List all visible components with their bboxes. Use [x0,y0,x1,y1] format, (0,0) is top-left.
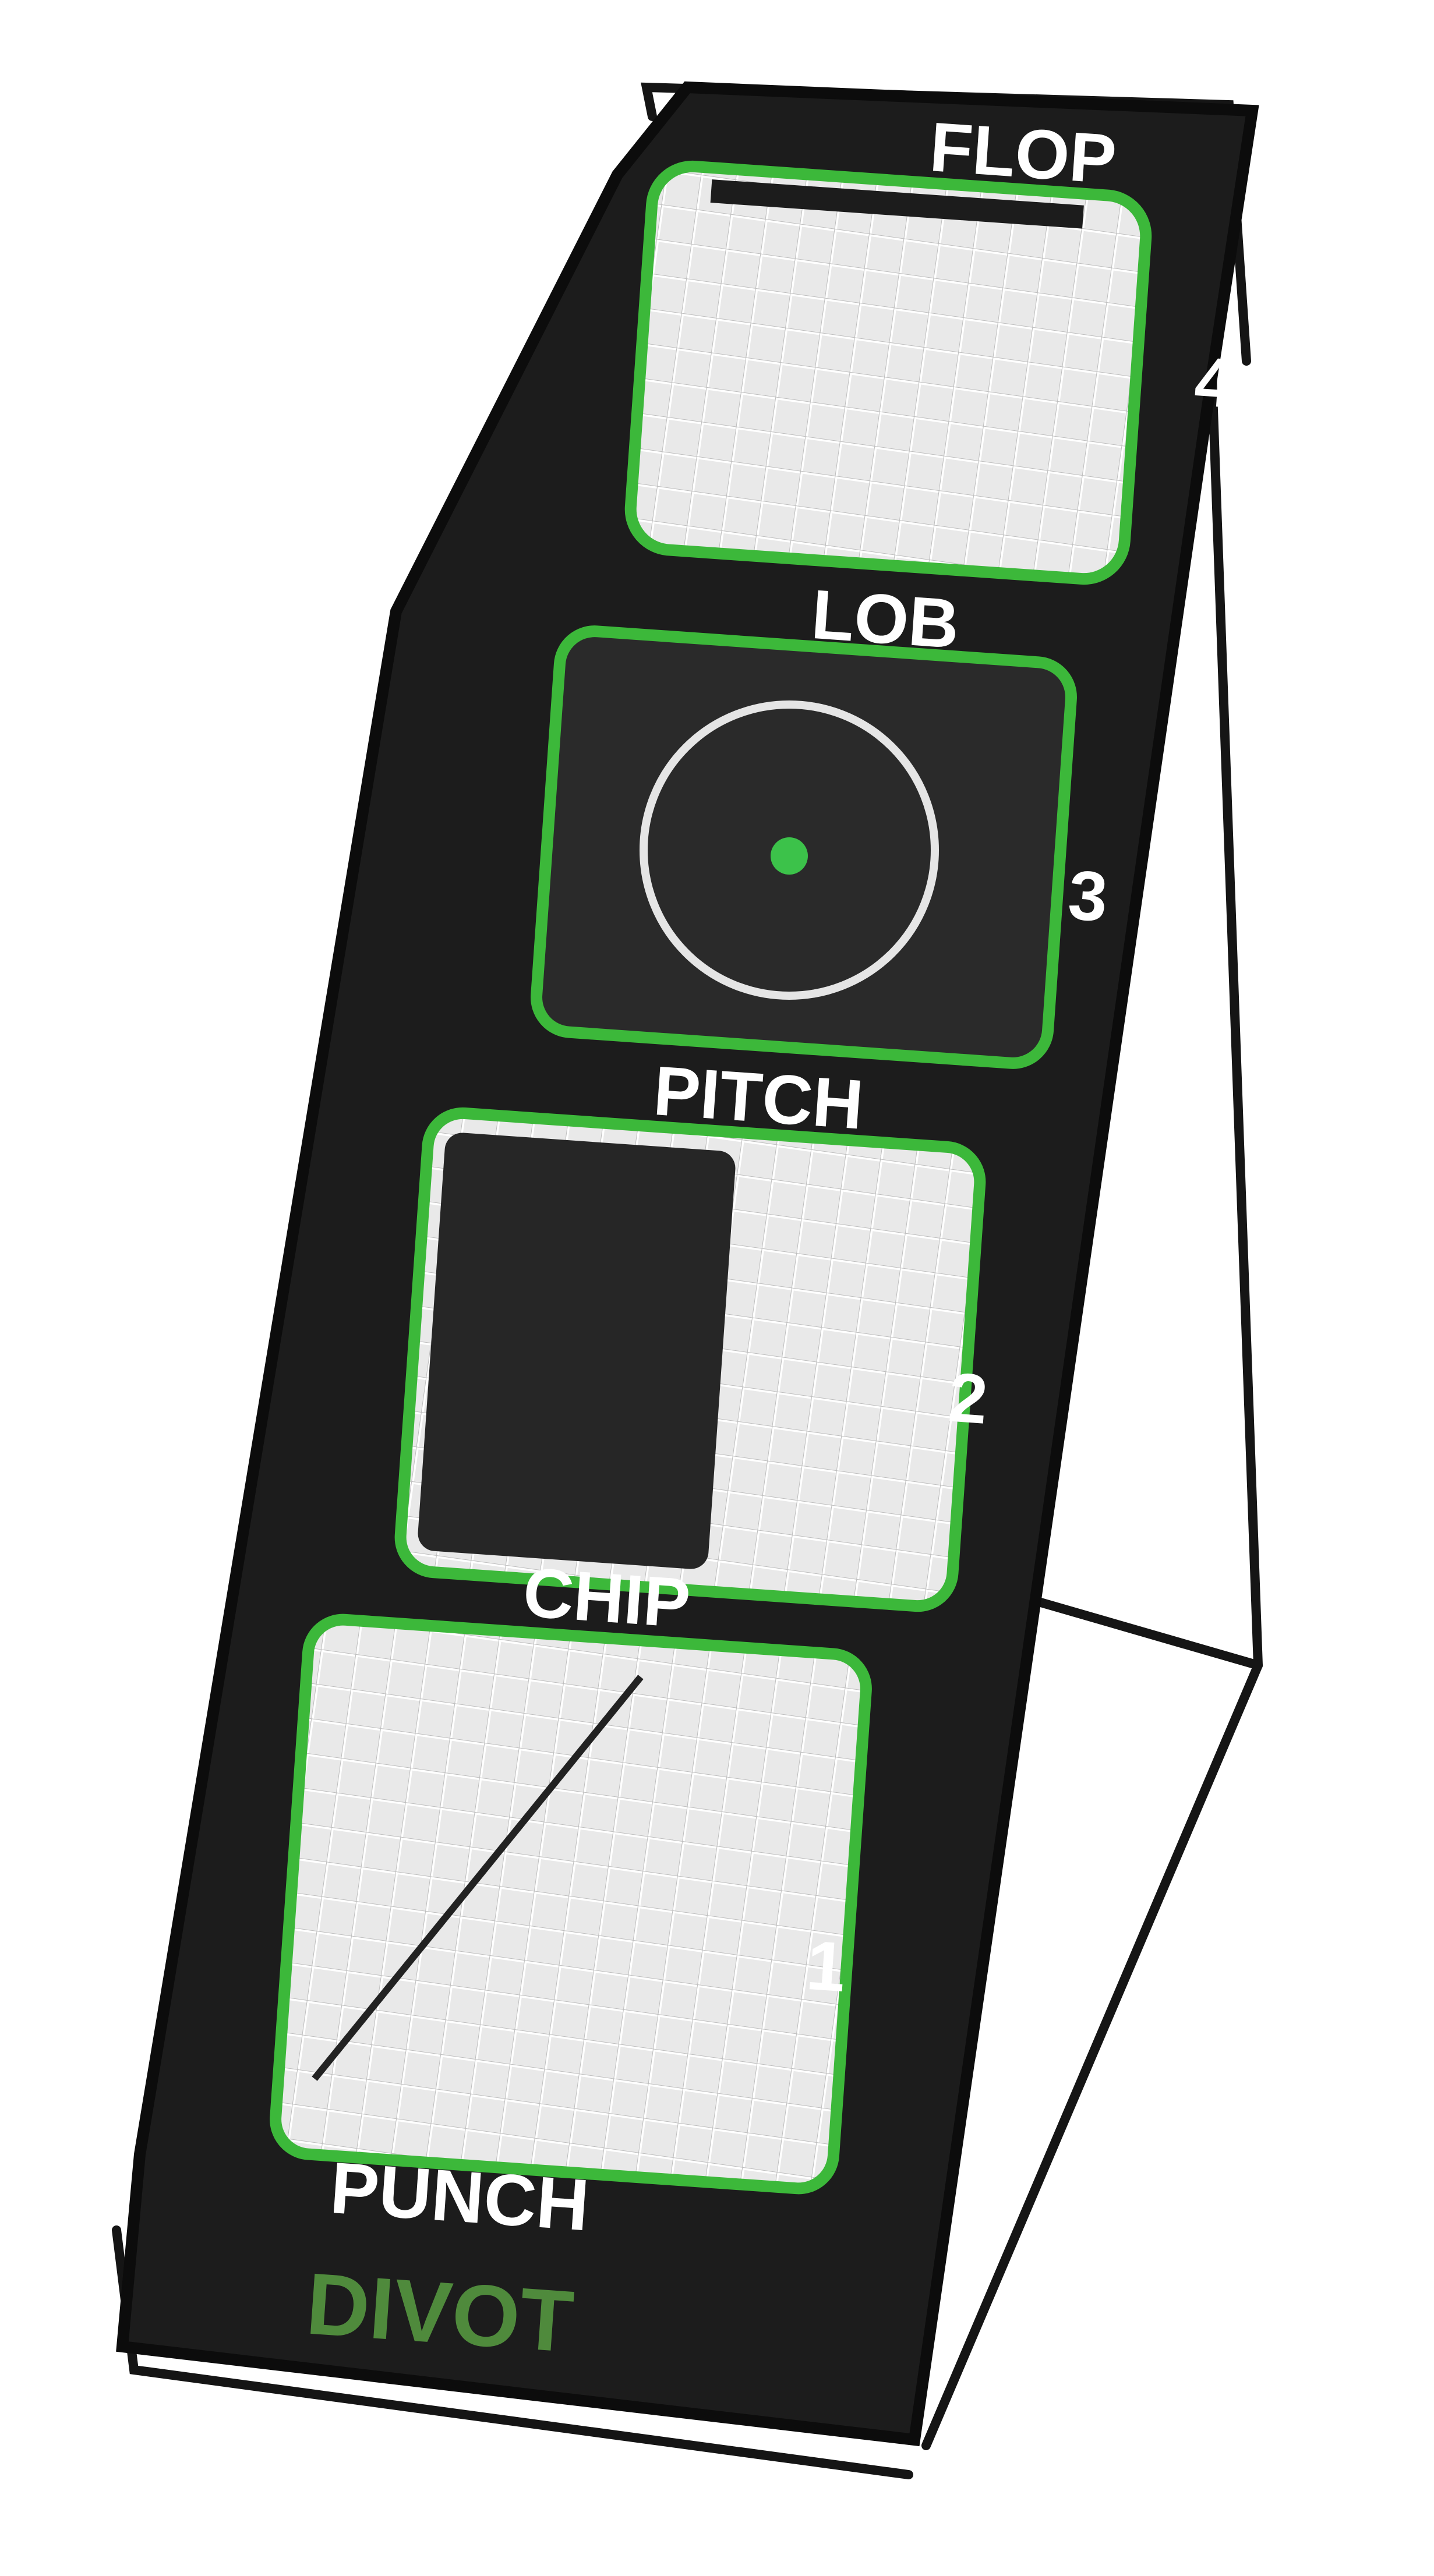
zone-label-lob: LOB [809,575,962,663]
target-window-pitch [394,1107,986,1612]
target-window-flop [624,160,1152,585]
zone-label-chip: CHIP [521,1553,693,1643]
target-window-chip [270,1613,872,2195]
zone-number-1: 1 [804,1926,848,2007]
zone-number-4: 4 [1192,342,1237,423]
zone-label-flop: FLOP [927,108,1119,199]
zone-label-pitch: PITCH [651,1052,866,1144]
target-dot [771,837,808,875]
brand-logo: DIVOT [303,2255,577,2371]
zone-number-3: 3 [1066,856,1110,936]
zone-number-2: 2 [946,1358,990,1439]
target-window-lob [531,625,1077,1069]
target-ring [640,700,939,1000]
zone-label-punch: PUNCH [328,2147,592,2246]
